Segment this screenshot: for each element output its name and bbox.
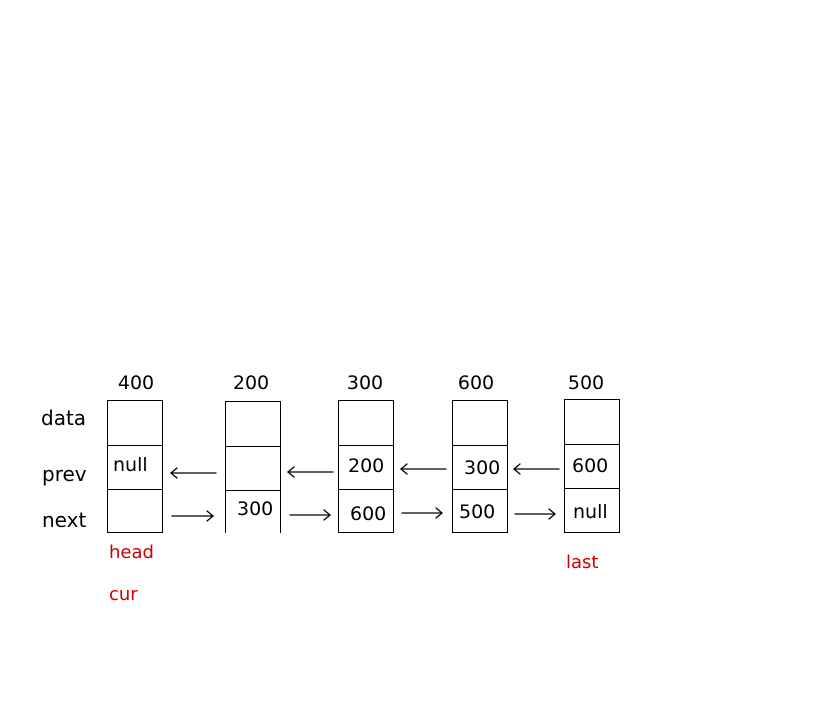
next-value: null	[573, 501, 608, 523]
prev-cell: 300	[453, 446, 507, 490]
list-node: 300 500	[452, 400, 508, 533]
node-address: 400	[117, 372, 155, 394]
prev-cell: 600	[565, 445, 619, 489]
prev-row-label: prev	[42, 462, 87, 486]
next-value: 600	[350, 503, 387, 525]
last-pointer-label: last	[566, 552, 599, 573]
prev-link-arrow	[512, 463, 560, 475]
prev-cell	[226, 447, 280, 491]
next-value: 300	[237, 498, 274, 520]
next-link-arrow	[289, 509, 332, 521]
next-cell: 600	[339, 490, 393, 533]
prev-link-arrow	[286, 466, 334, 478]
next-link-arrow	[401, 507, 444, 519]
next-row-label: next	[42, 508, 87, 532]
node-address: 500	[567, 372, 605, 394]
prev-value: 600	[572, 455, 609, 477]
next-cell: 500	[453, 490, 507, 533]
cur-pointer-label: cur	[109, 584, 138, 605]
data-cell	[108, 401, 162, 446]
data-cell	[565, 400, 619, 445]
node-address: 600	[457, 372, 495, 394]
prev-value: null	[113, 454, 148, 476]
node-address: 200	[232, 372, 270, 394]
list-node: 200 600	[338, 400, 394, 533]
prev-link-arrow	[169, 467, 217, 479]
prev-link-arrow	[399, 463, 447, 475]
prev-value: 300	[464, 457, 501, 479]
next-value: 500	[459, 501, 496, 523]
next-cell: null	[565, 489, 619, 532]
prev-cell: null	[108, 446, 162, 490]
list-node: null	[107, 400, 163, 533]
prev-value: 200	[348, 455, 385, 477]
next-link-arrow	[171, 510, 215, 522]
data-cell	[226, 402, 280, 447]
prev-cell: 200	[339, 446, 393, 490]
data-cell	[453, 401, 507, 446]
node-address: 300	[346, 372, 384, 394]
list-node: 300	[225, 401, 281, 533]
data-cell	[339, 401, 393, 446]
head-pointer-label: head	[109, 542, 154, 563]
list-node: 600 null	[564, 399, 620, 533]
data-row-label: data	[41, 406, 87, 430]
next-link-arrow	[514, 508, 557, 520]
next-cell: 300	[226, 491, 280, 534]
